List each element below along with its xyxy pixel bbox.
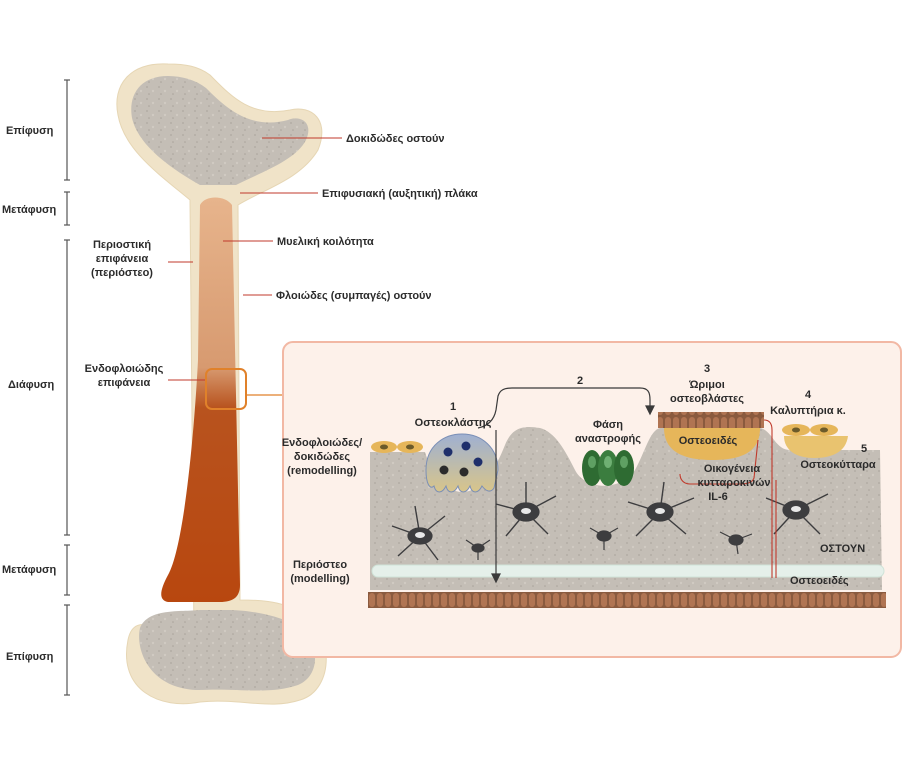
periosteal-cell-layer <box>368 592 886 608</box>
region-brackets <box>64 79 70 696</box>
long-bone <box>116 63 327 705</box>
step-4-label: 4 Καλυπτήρια κ. <box>770 389 846 417</box>
svg-text:Ώριμοι: Ώριμοι <box>688 379 725 391</box>
region-label-diaphysis: Διάφυση <box>8 379 55 391</box>
cortical-bone-label: Φλοιώδες (συμπαγές) οστούν <box>276 290 432 302</box>
bone-top-trabecular <box>131 76 309 185</box>
trabecular-bone-label: Δοκιδώδες οστούν <box>346 133 445 145</box>
svg-text:1: 1 <box>450 401 456 413</box>
osteocytes <box>391 481 829 561</box>
modelling-label: Περιόστεο (modelling) <box>290 559 350 585</box>
svg-text:δοκιδώδες: δοκιδώδες <box>294 451 350 463</box>
osteoid-deposit <box>664 428 760 460</box>
region-label-metaphysis-top: Μετάφυση <box>2 204 57 216</box>
svg-text:Καλυπτήρια κ.: Καλυπτήρια κ. <box>770 405 846 417</box>
osteoid-bottom-label: Οστεοειδές <box>790 575 849 587</box>
periosteal-surface-label: Περιοστική επιφάνεια (περιόστεο) <box>91 239 153 279</box>
reversal-phase-cells <box>582 450 634 486</box>
osteocyte <box>391 505 446 561</box>
svg-text:(modelling): (modelling) <box>290 573 350 585</box>
svg-text:επιφάνεια: επιφάνεια <box>96 253 149 265</box>
svg-text:Περιόστεο: Περιόστεο <box>293 559 347 571</box>
region-label-epiphysis-bottom: Επίφυση <box>6 651 54 663</box>
svg-text:5: 5 <box>861 443 867 455</box>
step-5-label: 5 Οστεοκύτταρα <box>800 443 876 471</box>
svg-text:Περιοστική: Περιοστική <box>93 239 151 251</box>
region-labels: Επίφυση Μετάφυση Διάφυση Μετάφυση Επίφυσ… <box>2 125 57 663</box>
osteocyte <box>465 539 491 560</box>
bone-bottom-trabecular <box>139 610 316 691</box>
step-3-label: 3 Ώριμοι οστεοβλάστες <box>670 363 744 405</box>
cytokine-signal-lines <box>679 419 777 578</box>
osteocyte <box>765 493 829 535</box>
svg-text:Οικογένεια: Οικογένεια <box>704 463 761 475</box>
osteoid-top-label: Οστεοειδές <box>679 435 738 447</box>
endocortical-surface-label: Ενδοφλοιώδης επιφάνεια <box>85 363 164 389</box>
svg-text:κυτταροκινών: κυτταροκινών <box>697 477 770 489</box>
osteoblast-layer <box>658 412 764 428</box>
svg-text:4: 4 <box>805 389 812 401</box>
svg-text:3: 3 <box>704 363 710 375</box>
svg-text:IL-6: IL-6 <box>708 491 728 503</box>
svg-text:(remodelling): (remodelling) <box>287 465 357 477</box>
lining-cells-right <box>782 424 848 458</box>
svg-text:επιφάνεια: επιφάνεια <box>98 377 151 389</box>
svg-text:Οστεοκλάστης: Οστεοκλάστης <box>415 417 492 429</box>
growth-plate-label: Επιφυσιακή (αυξητική) πλάκα <box>322 188 478 200</box>
osteocyte <box>495 482 557 537</box>
remodelling-label: Ενδοφλοιώδες/ δοκιδώδες (remodelling) <box>282 437 362 477</box>
svg-text:Φάση: Φάση <box>593 419 623 431</box>
marrow-cavity-label: Μυελική κοιλότητα <box>277 236 374 248</box>
region-label-metaphysis-bottom: Μετάφυση <box>2 564 57 576</box>
process-arrows <box>477 387 655 584</box>
bone-label-leaders <box>223 137 342 296</box>
lining-cells-left <box>371 441 423 453</box>
svg-text:οστεοβλάστες: οστεοβλάστες <box>670 393 744 405</box>
svg-text:(περιόστεο): (περιόστεο) <box>91 267 153 279</box>
step-2-number: 2 <box>577 375 583 387</box>
bone-tissue-label: ΟΣΤΟΥΝ <box>820 543 865 555</box>
endocortical-highlight <box>205 368 247 410</box>
remodelling-inset <box>282 341 902 658</box>
region-label-epiphysis-top: Επίφυση <box>6 125 54 137</box>
osteocyte <box>627 481 695 537</box>
osteocyte <box>589 527 619 550</box>
cytokines-label: Οικογένεια κυτταροκινών IL-6 <box>697 463 770 503</box>
reversal-phase-label: Φάση αναστροφής <box>575 419 641 445</box>
svg-text:Οστεοκύτταρα: Οστεοκύτταρα <box>800 459 876 471</box>
svg-text:Ενδοφλοιώδης: Ενδοφλοιώδης <box>85 363 164 375</box>
step-1-label: 1 Οστεοκλάστης <box>415 401 492 429</box>
osteoclast-cell <box>425 433 499 493</box>
osteocyte <box>719 531 753 555</box>
svg-text:αναστροφής: αναστροφής <box>575 433 641 445</box>
svg-text:Ενδοφλοιώδες/: Ενδοφλοιώδες/ <box>282 437 362 449</box>
marrow-cavity <box>161 197 240 602</box>
